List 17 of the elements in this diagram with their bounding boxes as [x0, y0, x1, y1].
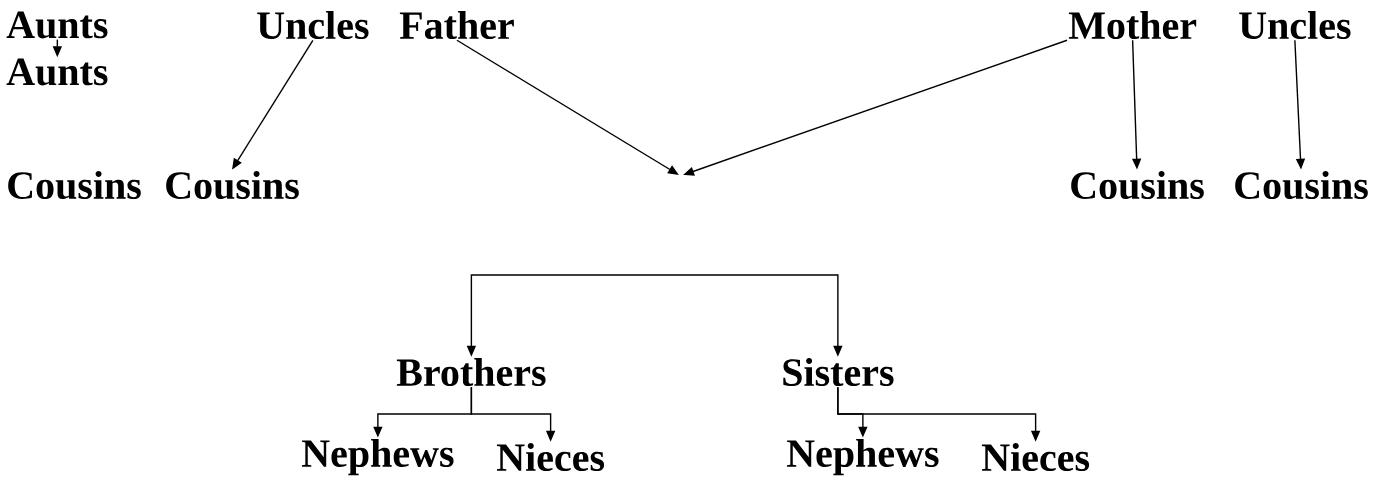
- node-label: Uncles: [1239, 10, 1351, 40]
- node-label: Father: [399, 10, 514, 40]
- node-label: Cousins: [166, 170, 299, 200]
- node-label: Brothers: [396, 357, 546, 387]
- node-label: Aunts: [6, 58, 108, 86]
- node-label: Mother: [1068, 10, 1197, 40]
- node-label: Nieces: [982, 442, 1090, 472]
- node-label: Cousins: [1235, 170, 1368, 200]
- node-label: Nieces: [496, 442, 605, 472]
- node-label: Nephews: [301, 438, 454, 476]
- node-label: Uncles: [257, 10, 369, 40]
- node-label: Aunts: [6, 11, 108, 39]
- node-label: Cousins: [1071, 170, 1204, 200]
- arrow: [456, 39, 679, 175]
- node-label: Nephews: [787, 438, 939, 476]
- node-label: Sisters: [783, 357, 894, 387]
- node-label: Cousins: [8, 170, 141, 200]
